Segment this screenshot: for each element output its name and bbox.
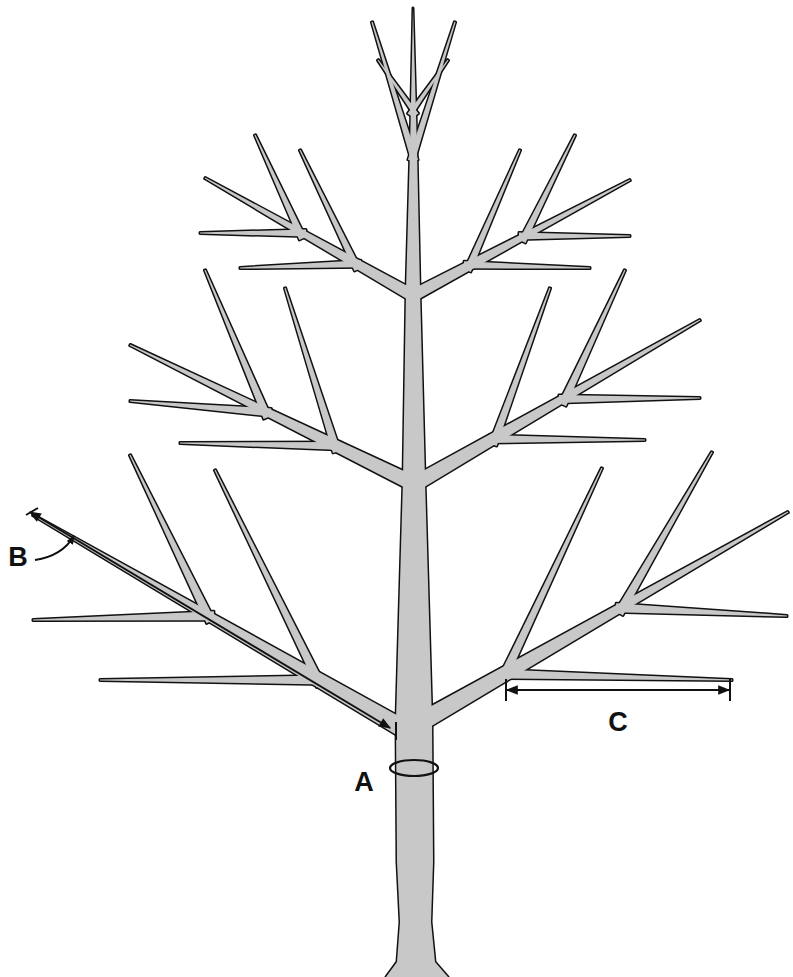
branch-fill bbox=[464, 150, 520, 272]
branch-fill bbox=[519, 135, 575, 243]
branch-fill bbox=[615, 452, 712, 616]
branch-fill bbox=[411, 319, 700, 490]
dimension-tick bbox=[395, 722, 397, 740]
branch-fill bbox=[408, 60, 449, 117]
length-dimension bbox=[30, 512, 390, 728]
girth-ring bbox=[390, 760, 438, 776]
branch-fill bbox=[240, 260, 361, 268]
branch-outline bbox=[416, 511, 788, 729]
branch-fill bbox=[499, 669, 732, 680]
branch-fill bbox=[284, 288, 340, 453]
branch-outline bbox=[615, 452, 712, 616]
branch-fill bbox=[489, 435, 645, 443]
branch-fill bbox=[130, 344, 417, 490]
callout-letter: C bbox=[608, 709, 628, 736]
branch-fill bbox=[205, 177, 418, 302]
branch-outline bbox=[130, 344, 417, 490]
branch-outline bbox=[499, 669, 732, 680]
branch-fill bbox=[408, 22, 456, 162]
branch-fill bbox=[408, 179, 630, 302]
branch-outline bbox=[616, 603, 787, 616]
branch-fill bbox=[489, 288, 550, 446]
branch-fill bbox=[519, 233, 630, 240]
branch-outline bbox=[371, 22, 418, 162]
tree-outline bbox=[33, 8, 789, 977]
branch-fill bbox=[464, 261, 590, 268]
branch-fill bbox=[559, 395, 700, 403]
branch-outline bbox=[254, 135, 305, 240]
branch-outline bbox=[100, 676, 324, 685]
branch-outline bbox=[408, 179, 630, 302]
branch-fill bbox=[254, 135, 305, 240]
branch-fill bbox=[299, 150, 360, 271]
branch-outline bbox=[519, 233, 630, 240]
branch-fill bbox=[498, 468, 602, 682]
branch-fill bbox=[180, 442, 341, 450]
annotations bbox=[26, 508, 730, 776]
branch-outline bbox=[180, 442, 341, 450]
branch-fill bbox=[371, 22, 418, 162]
branch-outline bbox=[464, 261, 590, 268]
dimension-tick bbox=[505, 679, 507, 701]
branch-outline bbox=[489, 435, 645, 443]
branch-outline bbox=[240, 260, 361, 268]
callout-letter: A bbox=[354, 769, 374, 796]
branch-outline bbox=[200, 230, 306, 237]
dimension-tick bbox=[26, 508, 38, 515]
branch-fill bbox=[616, 603, 787, 616]
branch-outline bbox=[411, 319, 700, 490]
branch-outline bbox=[559, 395, 700, 403]
branch-fill bbox=[416, 511, 788, 729]
tree-fill bbox=[33, 8, 789, 977]
branch-outline bbox=[205, 177, 418, 302]
branch-fill bbox=[100, 676, 324, 685]
pointer-arrow bbox=[35, 536, 74, 560]
dimension-tick bbox=[729, 679, 731, 701]
branch-fill bbox=[33, 611, 214, 620]
branch-fill bbox=[204, 270, 271, 419]
callout-letter: B bbox=[8, 544, 28, 571]
branch-fill bbox=[559, 270, 626, 406]
branch-fill bbox=[200, 230, 306, 237]
branch-outline bbox=[33, 611, 214, 620]
spacing-dimension bbox=[507, 689, 729, 691]
branch-fill bbox=[130, 400, 271, 416]
